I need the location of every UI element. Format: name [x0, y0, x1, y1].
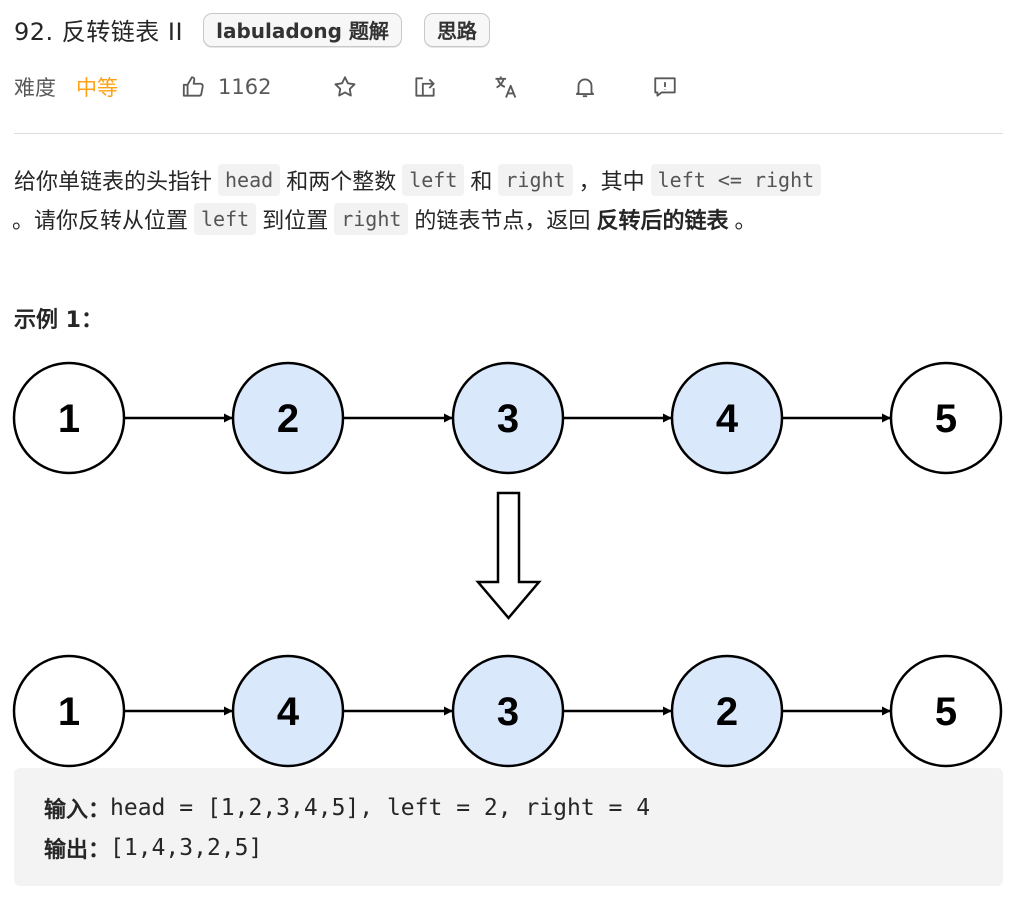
after-node-value: 4 — [277, 690, 300, 734]
like-count: 1162 — [218, 75, 272, 99]
problem-title: 92. 反转链表 II — [14, 18, 184, 46]
after-node-circle — [889, 654, 1003, 768]
after-node-circle — [670, 654, 784, 768]
feedback-icon — [652, 74, 678, 100]
difficulty-label: 难度 — [14, 76, 56, 100]
translate-button[interactable] — [492, 70, 520, 104]
code-head: head — [218, 163, 281, 196]
feedback-button[interactable] — [652, 70, 678, 104]
tag-labuladong-solution[interactable]: labuladong 题解 — [203, 12, 402, 47]
difficulty-badge: 中等 — [76, 76, 118, 100]
example-io-block: 输入： head = [1,2,3,4,5], left = 2, right … — [14, 768, 1003, 886]
after-node-value: 3 — [497, 690, 519, 734]
desc-text: 和两个整数 — [286, 169, 397, 195]
translate-icon — [492, 73, 520, 101]
after-node-circle — [12, 654, 126, 768]
example-title: 示例 1： — [14, 308, 103, 333]
desc-text: 的链表节点，返回 — [414, 208, 591, 234]
desc-text: 。 — [734, 208, 757, 234]
output-value: [1,4,3,2,5] — [110, 835, 263, 861]
before-node-circle — [231, 361, 345, 475]
title-row: 92. 反转链表 II labuladong 题解 思路 — [14, 12, 490, 47]
after-node-value: 1 — [58, 690, 80, 734]
tag-hint[interactable]: 思路 — [423, 12, 490, 47]
before-node-value: 5 — [935, 397, 957, 441]
desc-text: 到位置 — [262, 208, 329, 234]
output-label: 输出： — [44, 838, 111, 863]
desc-text: 。请你反转从位置 — [12, 208, 189, 234]
desc-text: 和 — [470, 169, 493, 195]
before-node-circle — [12, 361, 126, 475]
before-node-circle — [889, 361, 1003, 475]
meta-row: 难度 中等 1162 — [14, 70, 714, 104]
like-button[interactable]: 1162 — [180, 70, 271, 104]
share-button[interactable] — [412, 70, 438, 104]
linked-list-diagram: 1 2 3 4 5 1 4 3 2 5 — [12, 361, 1003, 768]
after-node-circle — [451, 654, 565, 768]
star-icon — [332, 74, 358, 100]
favorite-button[interactable] — [332, 70, 358, 104]
code-left-le-right: left <= right — [650, 163, 822, 196]
after-node-value: 2 — [716, 690, 738, 734]
input-label: 输入： — [44, 798, 111, 823]
list-before: 1 2 3 4 5 — [12, 361, 1003, 475]
description-line-2: 。请你反转从位置 left 到位置 right 的链表节点，返回 反转后的链表 … — [12, 199, 1014, 238]
problem-description: 给你单链表的头指针 head 和两个整数 left 和 right ，其中 le… — [12, 160, 1014, 238]
code-right: right — [334, 202, 409, 235]
before-node-circle — [670, 361, 784, 475]
example-input: 输入： head = [1,2,3,4,5], left = 2, right … — [44, 788, 973, 828]
desc-text: ，其中 — [578, 169, 645, 195]
thumbs-up-icon — [180, 74, 206, 100]
before-node-value: 4 — [716, 397, 739, 441]
after-node-circle — [231, 654, 345, 768]
share-icon — [412, 74, 438, 100]
code-right: right — [498, 163, 573, 196]
before-node-value: 2 — [277, 397, 299, 441]
before-node-circle — [451, 361, 565, 475]
input-value: head = [1,2,3,4,5], left = 2, right = 4 — [110, 795, 651, 821]
example-output: 输出： [1,4,3,2,5] — [44, 828, 973, 868]
desc-text: 给你单链表的头指针 — [14, 169, 213, 195]
bell-icon — [572, 74, 598, 100]
before-node-value: 3 — [497, 397, 519, 441]
down-arrow — [475, 491, 542, 620]
desc-emphasis: 反转后的链表 — [596, 208, 729, 234]
code-left: left — [194, 202, 257, 235]
description-line-1: 给你单链表的头指针 head 和两个整数 left 和 right ，其中 le… — [14, 160, 1014, 199]
before-node-value: 1 — [58, 397, 80, 441]
list-after: 1 4 3 2 5 — [12, 654, 1003, 768]
code-left: left — [402, 163, 465, 196]
after-node-value: 5 — [935, 690, 957, 734]
notification-button[interactable] — [572, 70, 598, 104]
header-divider — [14, 133, 1003, 134]
